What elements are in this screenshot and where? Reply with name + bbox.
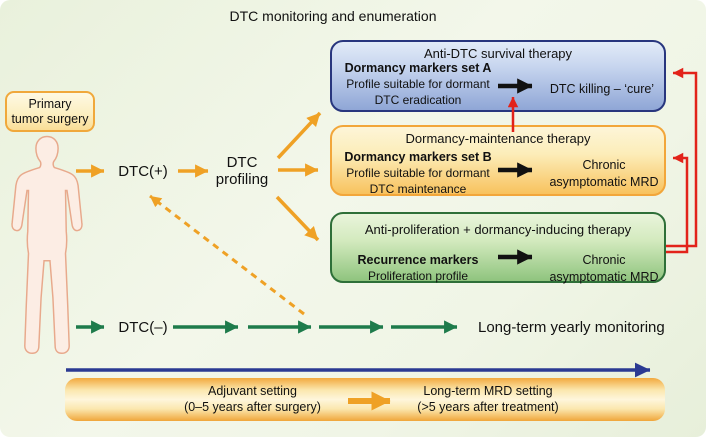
maintenance-outcome-label: Chronic asymptomatic MRD bbox=[539, 157, 669, 190]
dtc-negative-label: DTC(–) bbox=[118, 319, 168, 336]
maintenance-marker-block: Dormancy markers set B Profile suitable … bbox=[335, 149, 501, 197]
adjuvant-line1: Adjuvant setting bbox=[208, 384, 297, 398]
survival-box-title: Anti-DTC survival therapy bbox=[423, 46, 573, 61]
patient-body-shape bbox=[11, 135, 83, 355]
dtc-profiling-label: DTC profiling bbox=[206, 154, 278, 188]
antiprolif-outcome-line2: asymptomatic MRD bbox=[549, 269, 659, 284]
antiprolif-marker-bold: Recurrence markers bbox=[357, 253, 479, 267]
patient-figure bbox=[11, 135, 83, 355]
surgery-label-line2: tumor surgery bbox=[11, 111, 89, 126]
diagram-title: DTC monitoring and enumeration bbox=[229, 8, 437, 24]
adjuvant-setting-label: Adjuvant setting (0–5 years after surger… bbox=[140, 383, 365, 415]
maintenance-marker-bold: Dormancy markers set B bbox=[344, 150, 492, 164]
surgery-label-line1: Primary bbox=[28, 97, 72, 111]
arrow-profiling-to-antiprolif bbox=[275, 195, 320, 242]
maintenance-marker-line2: DTC maintenance bbox=[369, 182, 467, 196]
profiling-line1: DTC bbox=[226, 154, 258, 171]
profiling-line2: profiling bbox=[215, 171, 269, 188]
longterm-line1: Long-term MRD setting bbox=[423, 384, 553, 398]
survival-marker-bold: Dormancy markers set A bbox=[344, 61, 492, 75]
survival-marker-block: Dormancy markers set A Profile suitable … bbox=[335, 60, 501, 108]
arrow-profiling-to-survival bbox=[276, 111, 322, 160]
timeline-bar: Adjuvant setting (0–5 years after surger… bbox=[65, 378, 665, 421]
maintenance-outcome-line2: asymptomatic MRD bbox=[549, 174, 659, 189]
antiprolif-marker-block: Recurrence markers Proliferation profile bbox=[335, 252, 501, 284]
antiprolif-marker-line1: Proliferation profile bbox=[367, 269, 469, 283]
survival-outcome-label: DTC killing – ‘cure’ bbox=[549, 82, 655, 96]
survival-marker-line1: Profile suitable for dormant bbox=[346, 77, 490, 91]
arrow-antiprolif-to-maintenance bbox=[666, 152, 689, 254]
arrow-antiprolif-to-survival bbox=[666, 67, 698, 248]
adjuvant-line2: (0–5 years after surgery) bbox=[184, 400, 321, 414]
longterm-mrd-setting-label: Long-term MRD setting (>5 years after tr… bbox=[397, 383, 579, 415]
longterm-line2: (>5 years after treatment) bbox=[417, 400, 559, 414]
antiprolif-outcome-line1: Chronic bbox=[582, 253, 626, 267]
dormancy-maintenance-therapy-box: Dormancy-maintenance therapy Dormancy ma… bbox=[330, 125, 666, 196]
survival-marker-line2: DTC eradication bbox=[374, 93, 462, 107]
dtc-positive-label: DTC(+) bbox=[118, 163, 168, 180]
primary-tumor-surgery-box: Primary tumor surgery bbox=[5, 91, 95, 132]
antiprolif-box-title: Anti-proliferation + dormancy-inducing t… bbox=[364, 222, 632, 237]
antiprolif-outcome-label: Chronic asymptomatic MRD bbox=[539, 252, 669, 285]
long-term-monitoring-label: Long-term yearly monitoring bbox=[478, 319, 665, 336]
maintenance-box-title: Dormancy-maintenance therapy bbox=[405, 131, 591, 146]
anti-proliferation-therapy-box: Anti-proliferation + dormancy-inducing t… bbox=[330, 212, 669, 285]
maintenance-outcome-line1: Chronic bbox=[582, 158, 626, 172]
maintenance-marker-line1: Profile suitable for dormant bbox=[346, 166, 490, 180]
anti-dtc-survival-therapy-box: Anti-DTC survival therapy Dormancy marke… bbox=[330, 40, 666, 112]
arrow-relapse-dashed bbox=[149, 194, 305, 316]
